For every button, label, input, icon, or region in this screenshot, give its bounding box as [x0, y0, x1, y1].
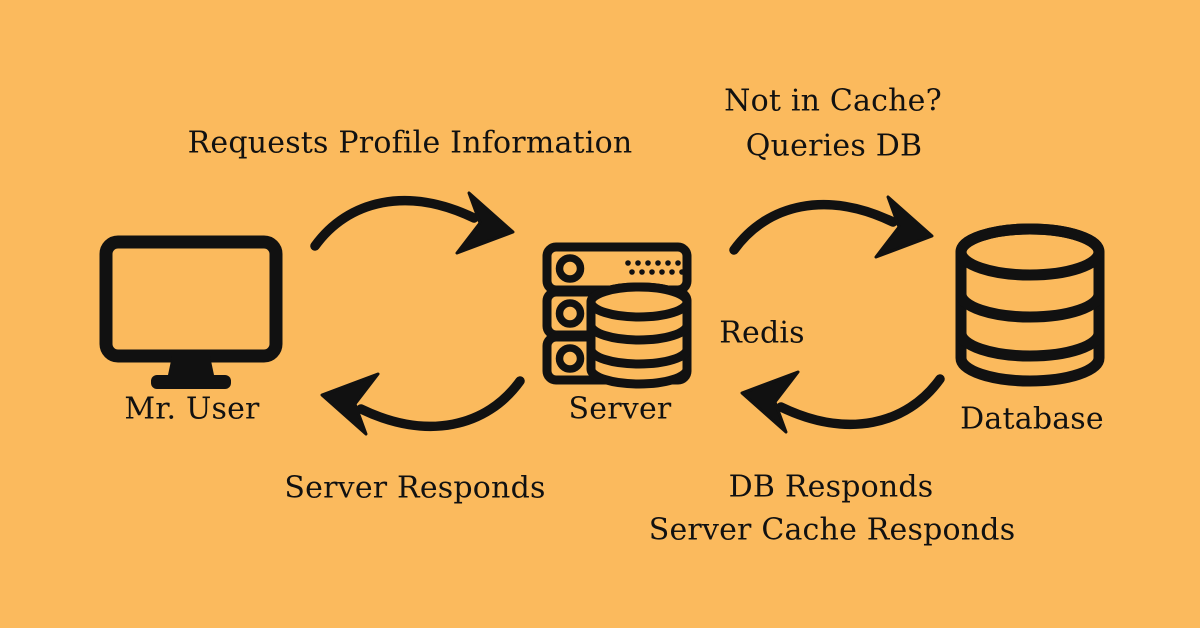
monitor-icon: [96, 233, 286, 391]
node-label-database: Database: [960, 401, 1104, 437]
arrow-left-database-to-server-icon: [732, 364, 947, 439]
arrow-right-user-to-server-icon: [308, 186, 523, 261]
edge-label-queries-db: Queries DB: [745, 128, 923, 164]
node-label-user: Mr. User: [124, 391, 260, 427]
edge-label-server-cache-responds: Server Cache Responds: [648, 512, 1016, 548]
arrow-right-server-to-database-icon: [727, 190, 942, 265]
node-label-server: Server: [568, 391, 672, 427]
database-cylinder-icon: [950, 218, 1110, 388]
node-badge-redis: Redis: [719, 315, 805, 351]
vent-dots: [625, 260, 685, 275]
edge-label-server-responds: Server Responds: [284, 470, 546, 506]
edge-label-not-in-cache: Not in Cache?: [724, 83, 942, 119]
edge-label-requests-profile: Requests Profile Information: [187, 125, 633, 161]
cache-cylinder: [586, 282, 692, 389]
server-rack-cache-icon: [540, 242, 700, 392]
edge-label-db-responds: DB Responds: [728, 469, 934, 505]
arrow-left-server-to-user-icon: [312, 366, 527, 441]
